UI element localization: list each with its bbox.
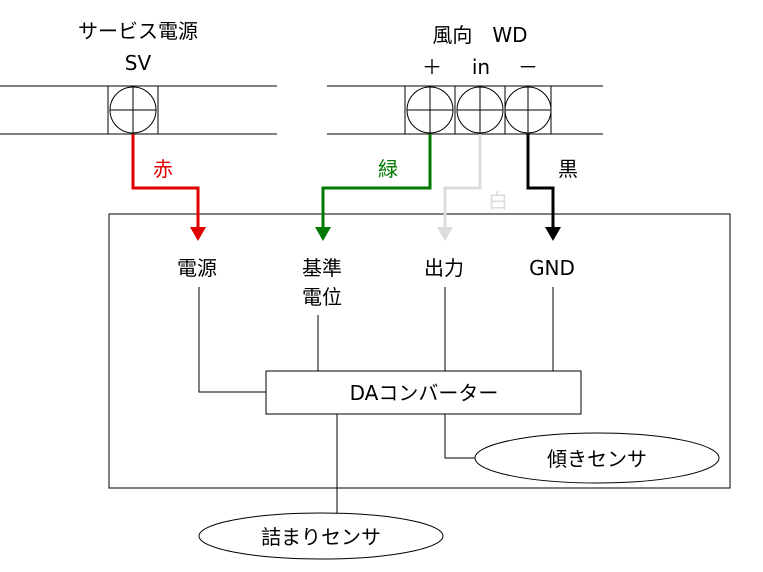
clog-sensor-ellipse — [198, 512, 444, 560]
power-pin-label: 電源 — [177, 256, 217, 280]
wd-terminal-plus — [404, 85, 456, 135]
gnd-pin-label: GND — [529, 256, 575, 280]
device-box — [108, 213, 731, 489]
tilt-sensor-label: 傾きセンサ — [547, 447, 647, 471]
clog-sensor-label: 詰まりセンサ — [261, 525, 381, 549]
da-converter-box — [265, 370, 582, 415]
wd-plus-label: ＋ — [422, 55, 442, 79]
wd-title: 風向 WD — [432, 23, 527, 47]
red-wire-label: 赤 — [153, 157, 173, 181]
green-wire — [321, 134, 432, 230]
reference-pin-label-line1: 基準 — [302, 256, 342, 280]
black-wire — [526, 134, 555, 230]
white-wire — [443, 134, 482, 230]
white-wire-label: 白 — [488, 189, 508, 213]
wd-terminal-minus — [504, 85, 552, 135]
wd-minus-label: － — [518, 55, 538, 79]
red-wire — [131, 134, 200, 230]
output-pin-label: 出力 — [424, 256, 464, 280]
white-wire-arrowhead — [437, 227, 453, 241]
wd-terminal-in — [454, 85, 506, 135]
black-wire-arrowhead — [545, 227, 561, 241]
red-wire-arrowhead — [190, 227, 206, 241]
green-wire-label: 緑 — [378, 157, 398, 181]
sv-title: サービス電源 — [78, 19, 198, 43]
sv-terminal-screw — [107, 85, 159, 135]
black-wire-label: 黒 — [558, 157, 578, 181]
wd-in-label: in — [472, 55, 490, 79]
green-wire-arrowhead — [315, 227, 331, 241]
sv-sub: SV — [125, 51, 152, 75]
reference-pin-label-line2: 電位 — [302, 285, 342, 309]
da-converter-label: DAコンバーター — [350, 381, 499, 405]
internal-wiring — [198, 287, 554, 513]
tilt-sensor-ellipse — [474, 432, 720, 484]
